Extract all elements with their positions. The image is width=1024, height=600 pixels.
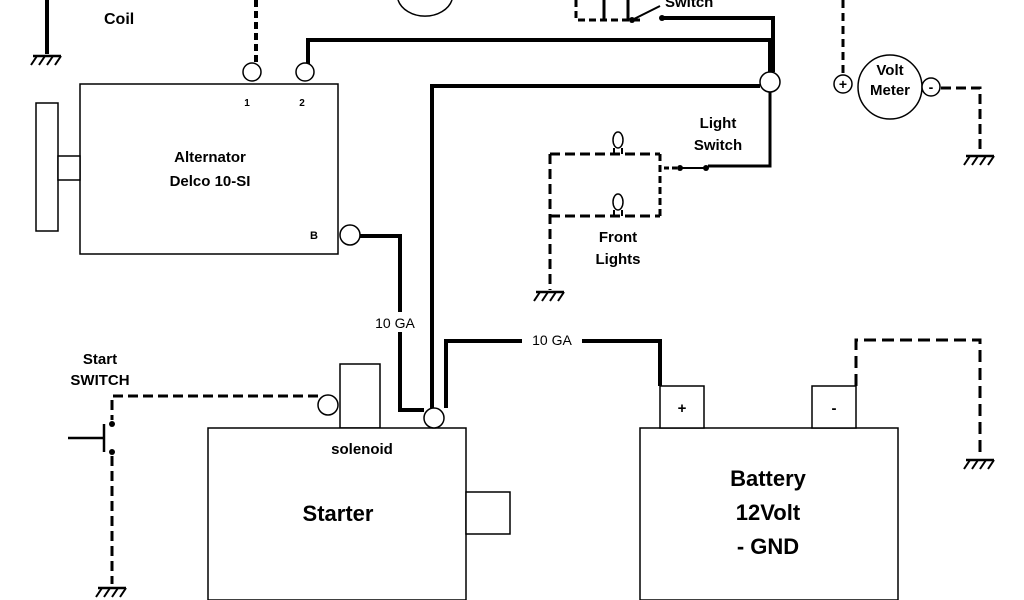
battery-ground-icon (962, 458, 996, 471)
battery-label-3: - GND (737, 534, 799, 559)
solenoid-main-terminal (423, 407, 445, 429)
alternator-shaft (57, 155, 81, 181)
coil-label: Coil (104, 11, 134, 28)
wire-gauge-right: 10 GA (532, 332, 572, 348)
solenoid-body (339, 363, 381, 429)
volt-meter-minus: - (929, 79, 934, 95)
light-switch-contact-a (703, 165, 709, 171)
terminal-2-connector (295, 62, 315, 82)
start-switch-label-2: SWITCH (70, 372, 129, 389)
starter: solenoid Starter (207, 363, 511, 600)
top-switch-label: Switch (665, 0, 713, 11)
volt-meter-neg-terminal (921, 77, 941, 97)
light-switch-label-1: Light (700, 115, 737, 132)
volt-meter-plus: + (839, 76, 847, 92)
terminal-2-label: 2 (299, 98, 305, 109)
battery-ground-wire (854, 338, 982, 456)
light-switch-contact-b (677, 165, 683, 171)
battery-label-2: 12Volt (736, 500, 801, 525)
front-lights-ground-icon (532, 290, 566, 303)
top-switch-wire (662, 16, 775, 72)
main-junction (759, 71, 781, 93)
battery: + - Battery 12Volt - GND (639, 385, 899, 600)
battery-pos-sign: + (678, 400, 687, 417)
volt-meter-label-2: Meter (870, 82, 910, 99)
battery-body (639, 427, 899, 600)
top-gauge-partial (397, 0, 453, 17)
front-light-bulb-lower (612, 193, 624, 211)
light-switch-label-2: Switch (694, 137, 742, 154)
alternator-pulley (35, 102, 59, 232)
front-lights-label-1: Front (599, 229, 637, 246)
start-switch-contact-a (109, 421, 115, 427)
alternator: Alternator Delco 10-SI 1 2 B (35, 83, 339, 255)
volt-meter-ground-icon (962, 154, 996, 167)
start-switch-label-1: Start (83, 351, 117, 368)
coil-ground-icon (29, 54, 63, 67)
alternator-label-1: Alternator (174, 149, 246, 166)
start-switch-contact-b (109, 449, 115, 455)
solenoid-to-battery-wire (444, 339, 662, 408)
gauge-label-bg-right (522, 330, 582, 350)
battery-neg-post (811, 385, 857, 429)
solenoid-start-terminal (317, 394, 339, 416)
volt-meter-label-1: Volt (876, 62, 903, 79)
terminal-2-wire (306, 38, 772, 72)
terminal-b-label: B (310, 230, 318, 242)
battery-label-1: Battery (730, 466, 807, 491)
top-switch-dashed (574, 0, 640, 22)
front-lights-label-2: Lights (596, 251, 641, 268)
top-switch-blade (631, 5, 661, 21)
front-lights-circuit (548, 131, 662, 290)
terminal-1-connector (242, 62, 262, 82)
terminal-b-connector (339, 224, 361, 246)
top-switch-contact-a (629, 17, 635, 23)
junction-to-light-switch (708, 92, 772, 168)
starter-nose (465, 491, 511, 535)
alternator-label-2: Delco 10-SI (170, 173, 251, 190)
volt-meter-neg-wire (941, 86, 982, 152)
start-switch-wire (110, 394, 318, 420)
battery-pos-post (659, 385, 705, 429)
terminal-1-label: 1 (244, 98, 250, 109)
battery-neg-sign: - (832, 400, 837, 417)
solenoid-label: solenoid (331, 441, 393, 458)
gauge-label-bg-left (364, 312, 426, 332)
start-switch-ground-icon (94, 586, 128, 599)
volt-meter-pos-terminal (833, 74, 853, 94)
front-light-bulb-upper (612, 131, 624, 149)
starter-label: Starter (303, 501, 374, 526)
wire-gauge-left: 10 GA (375, 315, 415, 331)
main-feed-wire (430, 84, 760, 408)
starter-body (207, 427, 467, 600)
alternator-body (79, 83, 339, 255)
